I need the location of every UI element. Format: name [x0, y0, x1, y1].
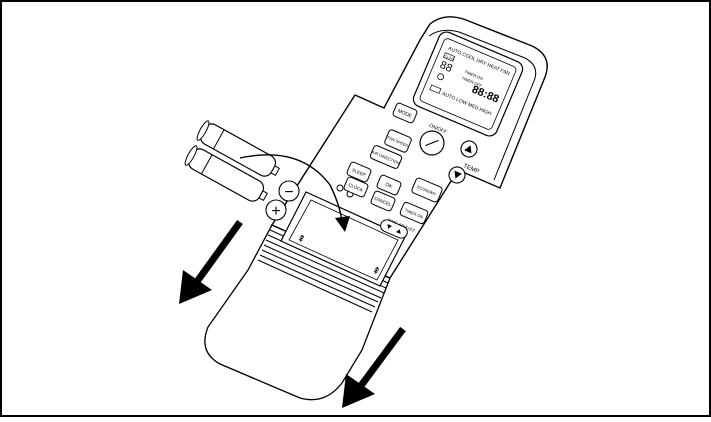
svg-text:−: − — [284, 184, 293, 201]
indicator-dot — [337, 185, 343, 191]
svg-text:+: + — [271, 203, 280, 220]
negative-terminal-icon: − — [279, 181, 299, 201]
positive-terminal-icon: + — [266, 200, 286, 220]
